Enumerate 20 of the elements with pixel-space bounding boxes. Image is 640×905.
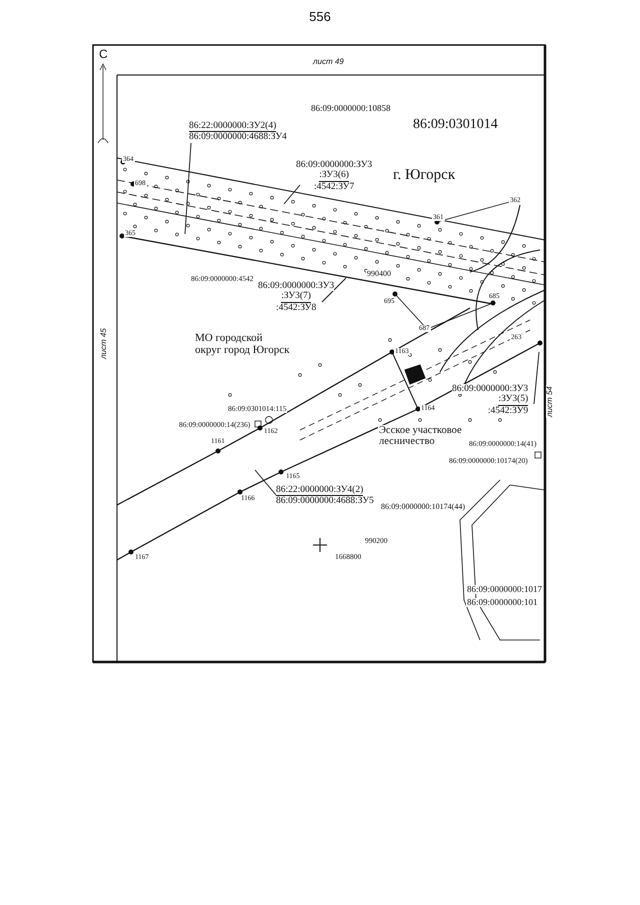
page-number: 556 <box>308 9 332 24</box>
leader-line <box>254 470 276 496</box>
leader-line <box>284 184 300 204</box>
parcel-callout: 86:09:0000000:ЗУ3 :ЗУ3(5) :4542:ЗУ9 <box>452 384 528 416</box>
parcel-number: 86:09:0000000:10174(44) <box>380 503 466 511</box>
area-name: МО городской округ город Югорск <box>194 333 291 356</box>
parcel-callout: 86:09:0000000:ЗУ3 :ЗУ3(6) :4542:ЗУ7 <box>296 160 372 192</box>
parcel-callout: 86:09:0000000:ЗУ3 :ЗУ3(7) :4542:ЗУ8 <box>258 281 334 314</box>
coordinate-label: 990400 <box>366 270 392 278</box>
parcel-number: 86:09:0000000:10858 <box>310 104 392 113</box>
leader-line <box>184 142 192 234</box>
sheet-label: лист 54 <box>546 385 554 418</box>
parcel-number: 86:09:0000000:101 <box>466 598 539 607</box>
leader-line <box>322 278 346 302</box>
leader-line <box>534 352 540 404</box>
sheet-label: лист 45 <box>100 327 108 360</box>
place-name: г. Югорск <box>392 168 456 183</box>
parcel-number: 86:09:0000000:1017 <box>466 585 544 594</box>
north-label: С <box>98 48 109 60</box>
sheet-label: лист 49 <box>312 58 345 66</box>
